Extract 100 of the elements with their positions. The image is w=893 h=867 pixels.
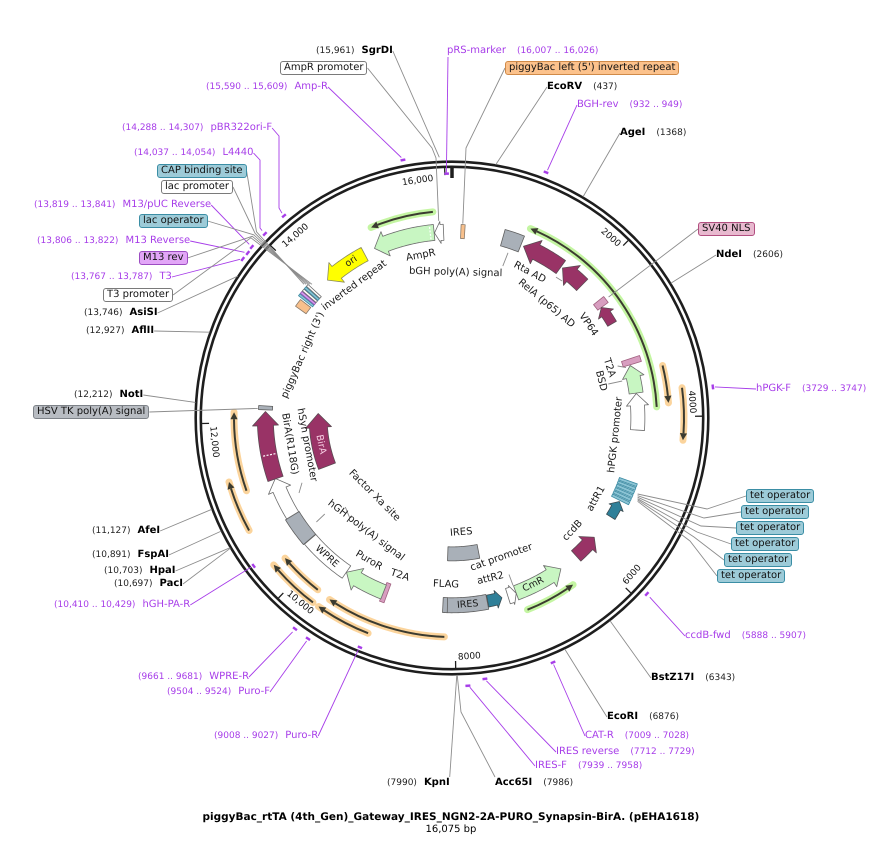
primer-name: hPGK-F [756, 383, 791, 395]
primer-range: (13,819 .. 13,841) [34, 199, 116, 211]
leader-line [190, 240, 245, 253]
primer-mark [711, 384, 715, 390]
site-position: (7990) [387, 777, 417, 789]
enzyme-name: EcoRV [547, 81, 582, 93]
leader-line [486, 680, 556, 752]
enzyme-name: KpnI [424, 777, 450, 789]
directional-feature [268, 478, 300, 520]
leader-line [168, 530, 222, 556]
directional-feature: CmR [513, 564, 562, 600]
feature-tag: HSV TK poly(A) signal [33, 405, 150, 419]
site-position: (10,891) [92, 549, 131, 561]
leader-line [318, 648, 359, 736]
primer-range: (10,410 .. 10,429) [54, 599, 136, 611]
site-position: (7986) [543, 777, 574, 789]
feature-label: IRES [449, 526, 473, 540]
primer-mark [292, 626, 298, 632]
leader-line [608, 228, 698, 298]
feature-box [500, 229, 526, 253]
primer-range: (13,767 .. 13,787) [71, 271, 152, 283]
feature-tag: SV40 NLS [698, 222, 754, 236]
primer-mark [240, 256, 246, 262]
directional-feature [252, 410, 284, 482]
site-position: (15,961) [316, 45, 355, 57]
enzyme-name: EcoRI [607, 711, 638, 723]
directional-feature [486, 590, 502, 609]
primer-mark [280, 213, 287, 219]
feature-bar [592, 296, 609, 310]
primer-range: (14,288 .. 14,307) [122, 122, 204, 134]
site-position: (6876) [649, 711, 679, 723]
leader-line [637, 498, 732, 544]
feature-box [285, 511, 316, 546]
feature-label: hPGK promoter [606, 396, 626, 474]
feature-tag: tet operator [746, 489, 814, 503]
feature-tag: CAP binding site [157, 164, 247, 178]
leader-line [148, 408, 258, 412]
feature-tag: tet operator [724, 553, 792, 567]
directional-feature [622, 364, 645, 395]
feature-bar [460, 224, 466, 239]
feature-tag: tet operator [717, 569, 786, 583]
primer-name: IRES reverse [556, 746, 620, 758]
primer-name: M13 Reverse [125, 235, 190, 247]
primer-mark [550, 660, 556, 664]
enzyme-name: NotI [120, 389, 144, 401]
leader-line [171, 258, 240, 278]
primer-name: pRS-marker [447, 45, 506, 57]
feature-tag: tet operator [736, 521, 804, 535]
leader-line [232, 186, 306, 285]
enzyme-name: SgrDI [362, 45, 393, 57]
leader-line [328, 86, 402, 158]
directional-feature [562, 265, 588, 292]
primer-name: pBR322ori-F [210, 122, 272, 134]
primer-mark [400, 158, 406, 162]
leader-line [187, 236, 310, 285]
operator-block [610, 477, 638, 506]
leader-line [495, 86, 548, 166]
leader-line [367, 68, 440, 222]
feature-label: attR1 [584, 484, 608, 514]
feature-bar [620, 355, 642, 368]
leader-line [210, 204, 250, 245]
leader-line [637, 495, 742, 518]
primer-range: (7712 .. 7729) [630, 746, 695, 758]
primer-mark [465, 684, 472, 688]
primer-name: WPRE-R [209, 671, 250, 683]
feature-tag: lac operator [139, 214, 208, 228]
primer-name: IRES-F [535, 760, 567, 772]
leader-line [469, 686, 536, 766]
primer-range: (932 .. 949) [630, 99, 682, 111]
enzyme-name: AflII [132, 325, 154, 337]
primer-range: (7009 .. 7028) [624, 730, 690, 742]
primer-mark [644, 591, 650, 598]
leader-line [142, 394, 196, 403]
leader-line [462, 68, 506, 224]
feature-tag: tet operator [731, 537, 800, 551]
leader-line [344, 506, 350, 519]
primer-mark [305, 636, 312, 642]
primer-name: L4440 [222, 147, 254, 159]
enzyme-name: AfeI [138, 525, 160, 537]
leader-line [714, 386, 756, 390]
site-position: (12,927) [86, 325, 125, 337]
primer-name: Puro-F [238, 686, 270, 698]
feature-stripes [298, 284, 322, 308]
primer-mark [482, 677, 488, 681]
primer-name: CAT-R [585, 730, 614, 742]
leader-line [270, 640, 308, 692]
plasmid-name: piggyBac_rtTA (4th_Gen)_Gateway_IRES_NGN2-2A-PURO_Synapsin-BirA. (pEHA1618) [202, 811, 700, 823]
directional-feature [434, 220, 444, 244]
leader-line [182, 548, 231, 584]
leader-line [253, 152, 263, 232]
site-position: (1368) [656, 127, 686, 139]
scale-label: 12,000 [206, 426, 220, 458]
directional-feature [626, 393, 650, 432]
primer-mark [249, 244, 255, 250]
primer-range: (9504 .. 9524) [167, 686, 232, 698]
primer-range: (9661 .. 9681) [138, 671, 202, 683]
leader-line [608, 380, 623, 384]
leader-line [564, 648, 608, 718]
site-position: (13,746) [84, 307, 123, 319]
enzyme-name: Acc65I [495, 777, 532, 789]
